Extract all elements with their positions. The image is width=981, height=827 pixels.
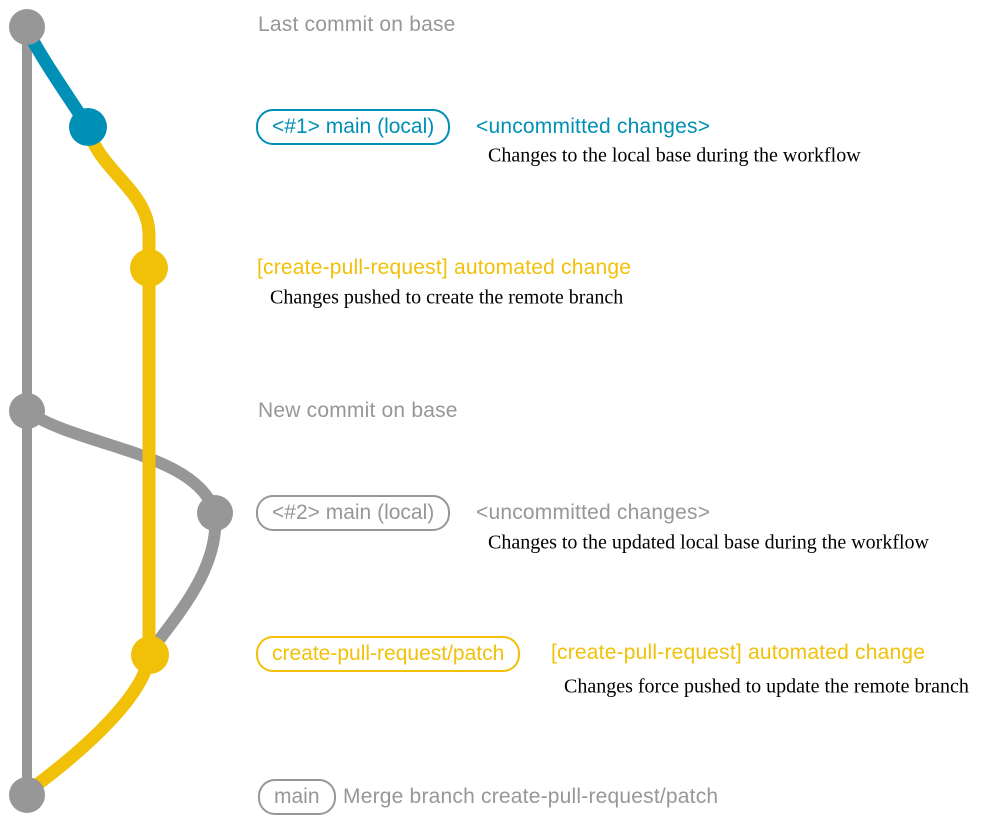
local-main-branch-2-line bbox=[21, 405, 222, 654]
commit-dot-automated-change-1 bbox=[130, 249, 168, 287]
uncommitted-changes-2-description: Changes to the updated local base during… bbox=[488, 531, 929, 554]
automated-change-1-label: [create-pull-request] automated change bbox=[257, 256, 632, 279]
patch-branch-line bbox=[23, 120, 156, 797]
commit-dot-last-commit-on-base bbox=[9, 9, 45, 45]
uncommitted-changes-1-description: Changes to the local base during the wor… bbox=[488, 144, 861, 167]
last-commit-on-base-label: Last commit on base bbox=[258, 13, 456, 36]
commit-dot-new-commit-on-base bbox=[9, 393, 45, 429]
merge-commit-label: Merge branch create-pull-request/patch bbox=[343, 785, 719, 808]
commit-dot-merge-commit bbox=[9, 777, 45, 813]
automated-change-2-label: [create-pull-request] automated change bbox=[551, 641, 926, 664]
branch-badge-main-local-2: <#2> main (local) bbox=[256, 495, 451, 531]
git-graph-canvas bbox=[9, 9, 233, 813]
uncommitted-changes-1-label: <uncommitted changes> bbox=[476, 115, 711, 138]
commit-dot-uncommitted-changes-1 bbox=[69, 108, 107, 146]
commit-dot-automated-change-2 bbox=[131, 636, 169, 674]
uncommitted-changes-2-label: <uncommitted changes> bbox=[476, 501, 711, 524]
new-commit-on-base-label: New commit on base bbox=[258, 399, 458, 422]
branch-badge-main-local-1: <#1> main (local) bbox=[256, 109, 451, 145]
branch-badge-create-pull-request-patch: create-pull-request/patch bbox=[256, 636, 521, 672]
branch-badge-main: main bbox=[258, 779, 336, 815]
automated-change-2-description: Changes force pushed to update the remot… bbox=[564, 675, 969, 698]
commit-dot-uncommitted-changes-2 bbox=[197, 495, 233, 531]
automated-change-1-description: Changes pushed to create the remote bran… bbox=[270, 286, 624, 309]
